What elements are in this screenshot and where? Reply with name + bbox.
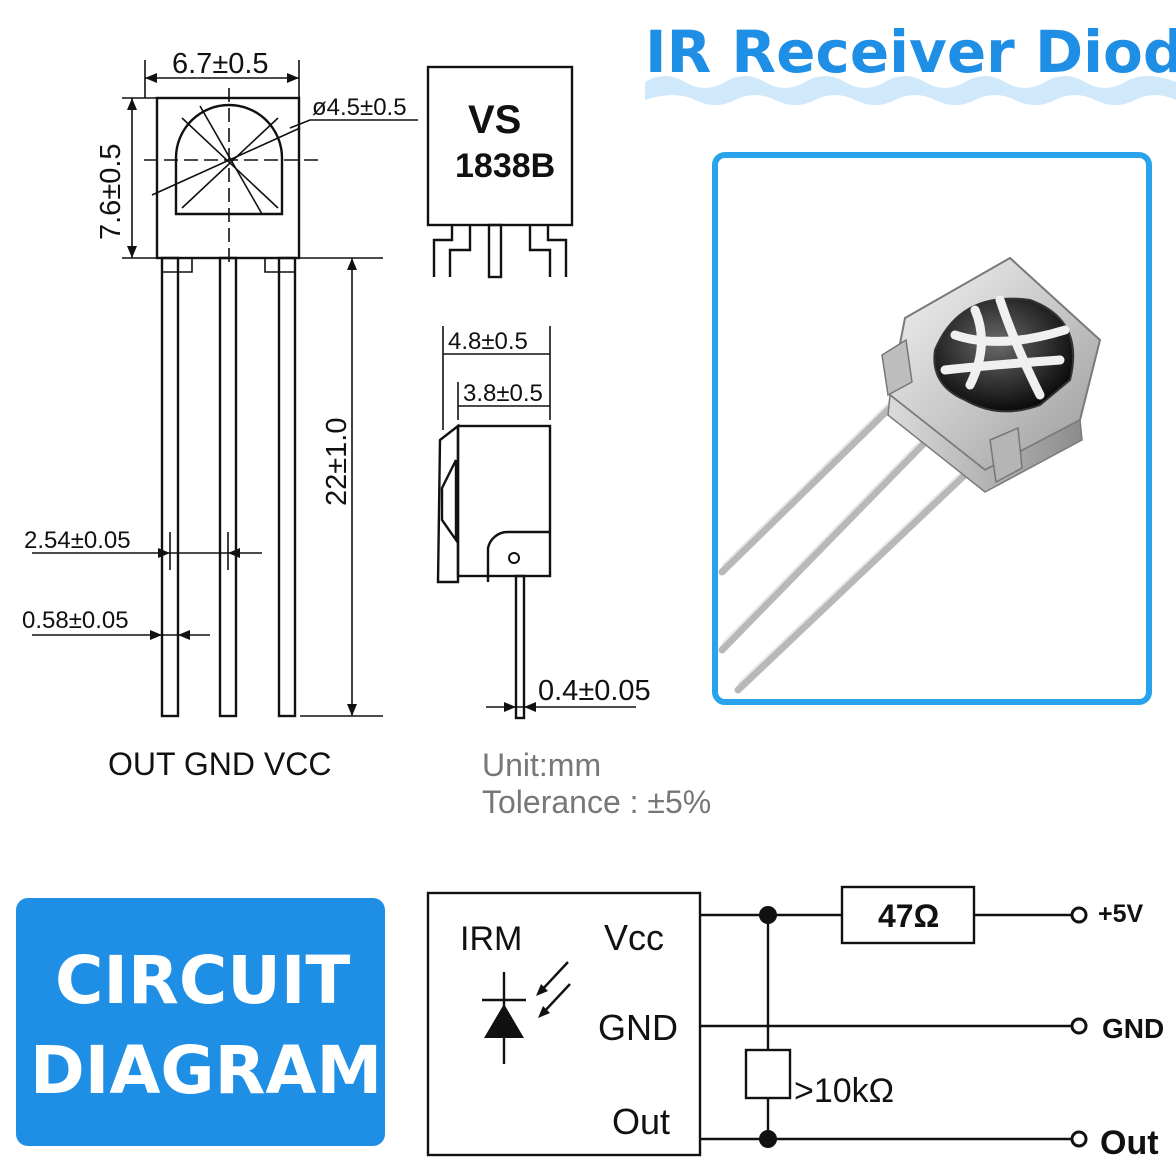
- circuit-diagram-badge: [16, 898, 385, 1146]
- terminal-plus5v: +5V: [1098, 900, 1144, 928]
- dim-lens-diameter: ø4.5±0.5: [312, 94, 407, 121]
- dim-depth-outer: 4.8±0.5: [448, 328, 528, 355]
- resistor-label: 47Ω: [878, 898, 939, 934]
- side-view-drawing: [436, 326, 636, 720]
- badge-line2: DIAGRAM: [30, 1032, 382, 1109]
- page-title: IR Receiver Diode: [645, 18, 1176, 86]
- dim-depth-inner: 3.8±0.5: [463, 380, 543, 407]
- vcc-label: Vcc: [604, 917, 664, 958]
- dim-lead-length: 22±1.0: [321, 418, 353, 507]
- out-label: Out: [612, 1101, 670, 1142]
- dim-width-top: 6.7±0.5: [172, 48, 269, 80]
- gnd-label: GND: [598, 1007, 678, 1048]
- tolerance-note: Tolerance : ±5%: [482, 784, 711, 820]
- product-photo: [712, 152, 1152, 705]
- dim-pitch: 2.54±0.05: [24, 527, 131, 554]
- terminal-out: Out: [1100, 1124, 1159, 1162]
- terminal-gnd: GND: [1102, 1013, 1164, 1044]
- dim-lead-thickness: 0.4±0.05: [538, 675, 651, 707]
- pin-labels: OUT GND VCC: [108, 746, 331, 782]
- front-view-drawing: [32, 60, 418, 718]
- unit-note: Unit:mm: [482, 747, 601, 783]
- dim-height-side: 7.6±0.5: [95, 143, 127, 240]
- pullup-label: >10kΩ: [794, 1072, 894, 1110]
- marking-line1: VS: [468, 98, 521, 142]
- title-wave: [645, 76, 1176, 105]
- circuit-schematic: [426, 885, 1088, 1157]
- badge-line1: CIRCUIT: [55, 942, 350, 1019]
- marking-line2: 1838B: [455, 147, 555, 185]
- module-label: IRM: [460, 920, 522, 958]
- dim-lead-width: 0.58±0.05: [22, 607, 129, 634]
- top-view-drawing: [426, 65, 574, 279]
- title-banner: IR Receiver Diode: [645, 18, 1176, 105]
